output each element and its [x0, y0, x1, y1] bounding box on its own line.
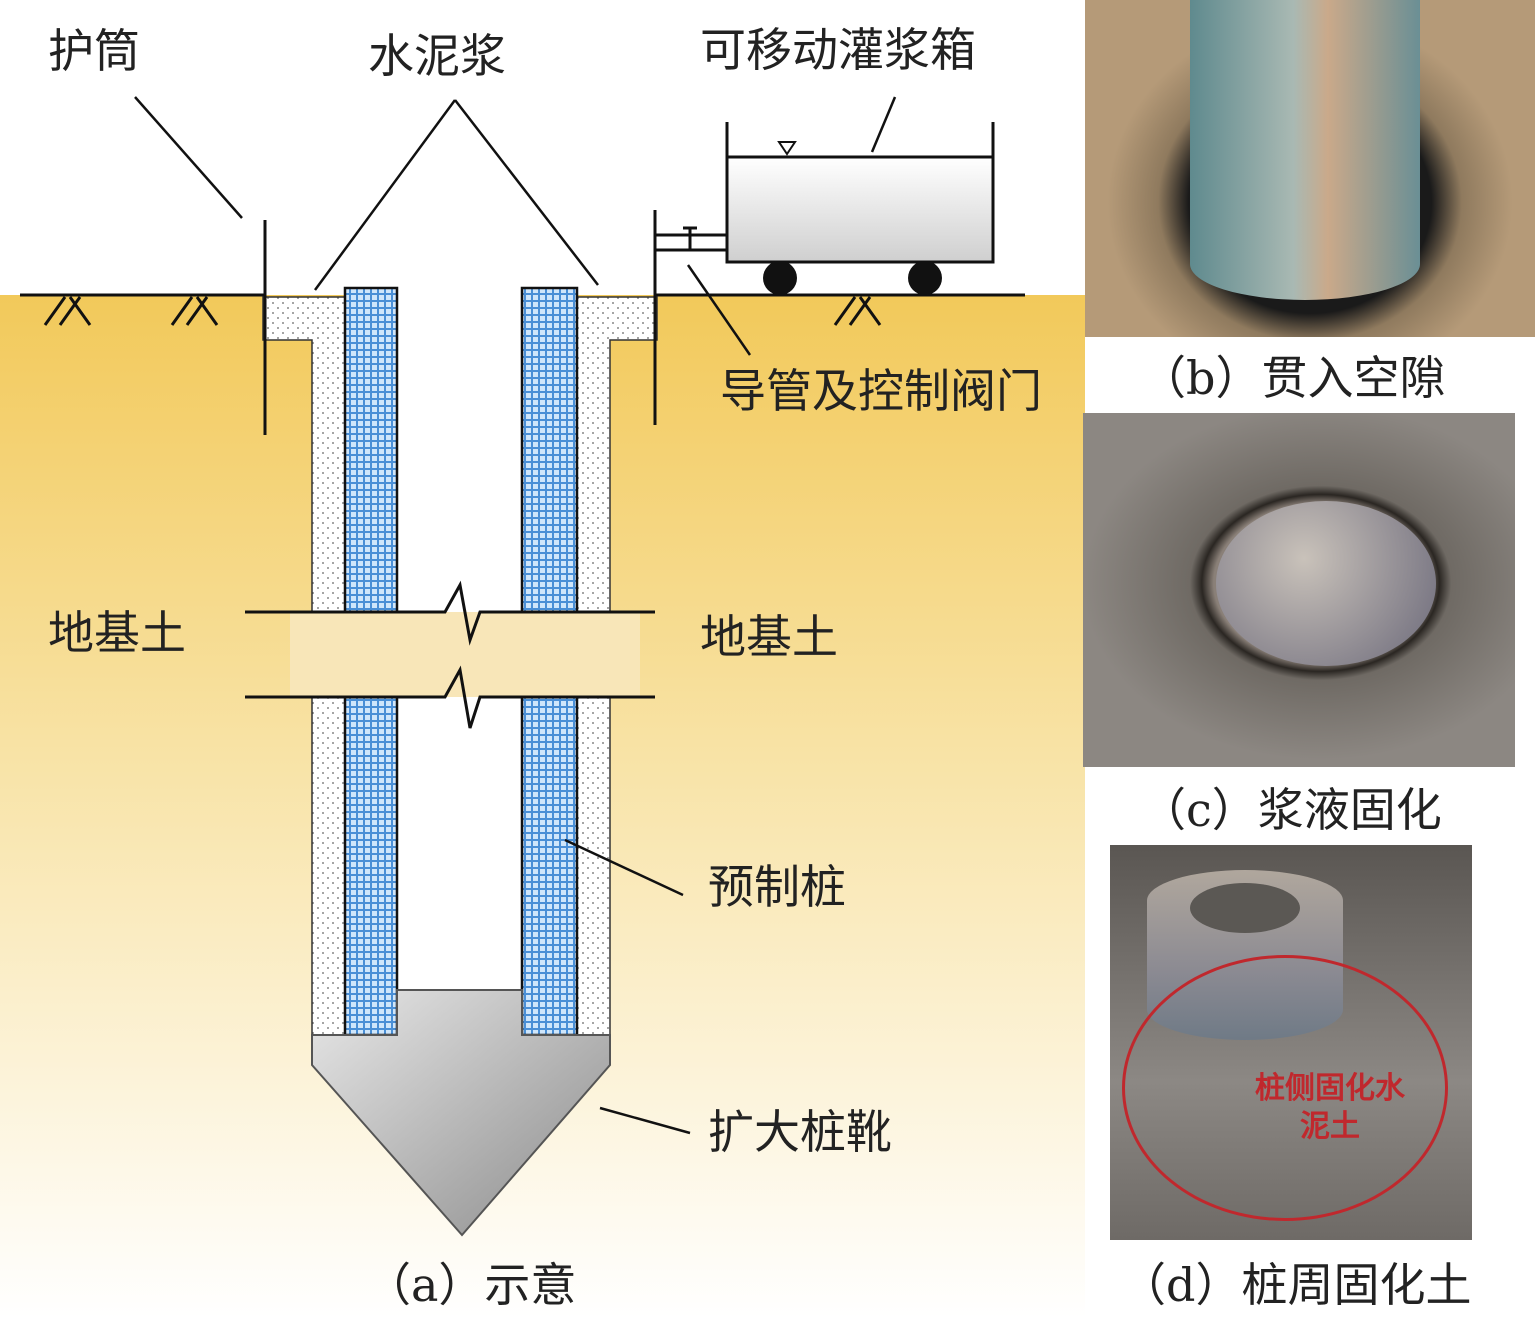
- pipe-and-valve: [653, 212, 727, 252]
- photo-grout-solidified: [1083, 413, 1515, 767]
- caption-d: （d）桩周固化土: [1120, 1258, 1472, 1312]
- grouting-tank: [725, 122, 995, 295]
- break-band: [290, 612, 640, 697]
- label-soil-left: 地基土: [48, 606, 186, 660]
- ground-line: [20, 293, 1025, 326]
- label-tank: 可移动灌浆箱: [700, 23, 976, 77]
- annotation-solidified-soil: 桩侧固化水泥土: [1255, 1071, 1405, 1144]
- leader-lines: [134, 96, 897, 1135]
- caption-c: （c）浆液固化: [1140, 783, 1442, 837]
- caption-a: （a）示意: [365, 1258, 577, 1312]
- label-pile-shoe: 扩大桩靴: [708, 1105, 892, 1159]
- photo-penetration-gap: [1085, 0, 1535, 337]
- photo-solidified-soil: 桩侧固化水泥土: [1110, 845, 1472, 1240]
- caption-b: （b）贯入空隙: [1140, 351, 1446, 405]
- casing: [263, 210, 657, 435]
- label-precast-pile: 预制桩: [708, 860, 846, 914]
- label-grout: 水泥浆: [368, 29, 506, 83]
- label-pipe-valve: 导管及控制阀门: [720, 364, 1042, 418]
- label-casing: 护筒: [48, 24, 140, 78]
- label-soil-right: 地基土: [700, 610, 838, 664]
- pile-shoe: [311, 989, 611, 1237]
